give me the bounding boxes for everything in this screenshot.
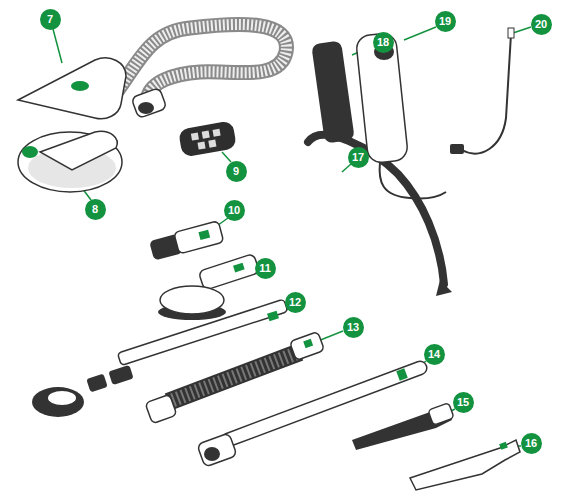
pad-cell xyxy=(191,133,199,141)
pad-cell xyxy=(197,141,205,149)
callout-number: 20 xyxy=(531,14,552,35)
leader-line xyxy=(53,29,62,63)
green-mark xyxy=(198,230,210,240)
nozzle-collar xyxy=(428,403,454,426)
tube-end xyxy=(197,433,237,467)
callout-text: 12 xyxy=(289,297,301,308)
strap-clip xyxy=(436,280,452,296)
callout-number: 8 xyxy=(85,199,106,220)
leader-line xyxy=(222,152,231,162)
connector xyxy=(108,365,133,385)
holder-cable xyxy=(380,162,446,199)
callout-text: 15 xyxy=(457,397,469,408)
adapter xyxy=(149,221,224,261)
green-mark xyxy=(303,339,313,348)
tube-end xyxy=(289,331,324,360)
callout-number: 7 xyxy=(40,9,61,30)
green-mark xyxy=(233,263,245,273)
callout-number: 16 xyxy=(521,433,542,454)
disc-base xyxy=(18,132,122,192)
leader-line xyxy=(318,331,343,341)
disc-body xyxy=(40,131,117,170)
callout-number: 15 xyxy=(453,392,474,413)
tube xyxy=(117,299,287,365)
tube-opening xyxy=(204,447,220,461)
adapter-white xyxy=(174,221,224,254)
callout-number: 12 xyxy=(285,292,306,313)
pad-cell xyxy=(208,140,216,148)
callout-text: 18 xyxy=(377,37,389,48)
callout-number: 13 xyxy=(343,317,364,338)
callout-text: 19 xyxy=(439,16,451,27)
green-button xyxy=(71,81,89,91)
mains-plug xyxy=(450,144,464,154)
callout-text: 11 xyxy=(259,263,271,274)
connector xyxy=(86,374,107,393)
green-mark xyxy=(499,442,508,450)
callout-text: 9 xyxy=(233,166,239,177)
hose-opening xyxy=(138,102,154,114)
pad-cell xyxy=(202,131,210,139)
callout-text: 8 xyxy=(92,204,98,215)
hose xyxy=(118,24,286,96)
nozzle-face xyxy=(48,391,76,405)
scraper xyxy=(410,440,520,490)
pad-body xyxy=(178,120,237,157)
holder xyxy=(355,32,408,163)
callout-text: 7 xyxy=(47,14,53,25)
callout-text: 10 xyxy=(228,205,240,216)
hose-connector xyxy=(131,88,167,119)
callout-text: 13 xyxy=(347,322,359,333)
tube-end xyxy=(145,394,177,424)
nozzle-head xyxy=(32,387,84,417)
pad-cell xyxy=(213,129,221,137)
leader-line xyxy=(404,27,436,40)
callout-number: 18 xyxy=(373,32,394,53)
callout-text: 14 xyxy=(428,349,440,360)
green-button xyxy=(22,146,38,158)
green-mark xyxy=(398,373,406,376)
callout-number: 9 xyxy=(226,161,247,182)
leader-line xyxy=(513,27,531,33)
callout-number: 11 xyxy=(255,258,276,279)
callout-number: 10 xyxy=(224,200,245,221)
leader-line xyxy=(342,164,351,172)
bag xyxy=(311,40,355,143)
flex-hose xyxy=(168,352,300,402)
callout-number: 17 xyxy=(348,147,369,168)
callout-text: 17 xyxy=(352,152,364,163)
brush-head xyxy=(160,286,224,314)
hose-ribs xyxy=(118,24,286,96)
cord-plug xyxy=(508,28,514,38)
filter-pad xyxy=(178,120,237,157)
brush-handle xyxy=(198,254,259,291)
handheld-nozzle xyxy=(18,58,126,119)
charger-cord xyxy=(462,34,511,153)
callout-text: 16 xyxy=(525,438,537,449)
callout-number: 14 xyxy=(424,344,445,365)
callout-number: 19 xyxy=(435,11,456,32)
callout-text: 20 xyxy=(535,19,547,30)
flex-ribs xyxy=(168,352,300,402)
green-mark xyxy=(267,311,279,322)
